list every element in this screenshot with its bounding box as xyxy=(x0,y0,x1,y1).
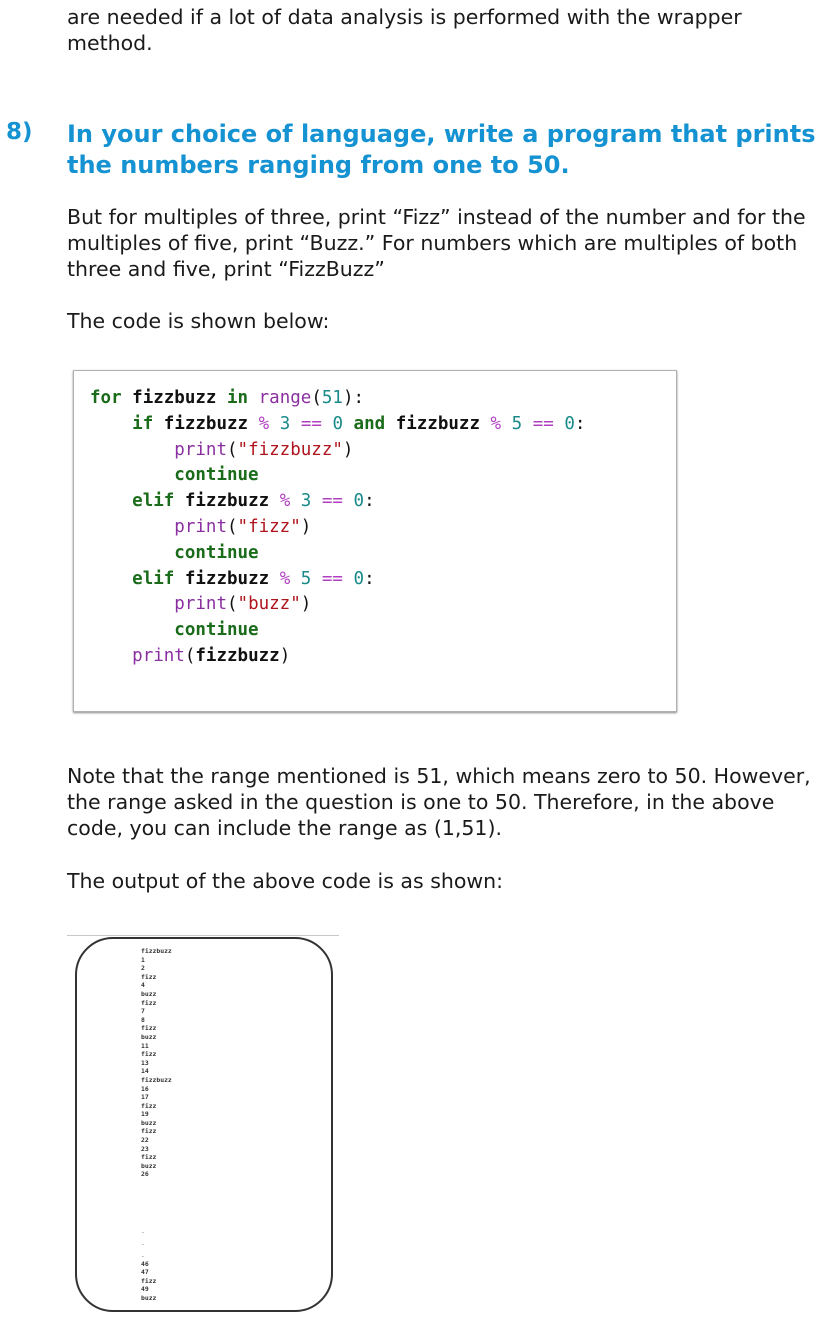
output-intro-text: The output of the above code is as shown… xyxy=(67,869,504,893)
output-line: 13 xyxy=(141,1058,149,1067)
output-line: 1 xyxy=(141,955,145,964)
output-line: 17 xyxy=(141,1093,149,1102)
output-line: fizz xyxy=(141,998,157,1007)
output-line: fizz xyxy=(141,1276,157,1285)
code-line: print("buzz") xyxy=(174,594,312,615)
output-line: 49 xyxy=(141,1285,149,1294)
code-line: print(fizzbuzz) xyxy=(132,645,291,666)
output-ellipsis-dot: . xyxy=(141,1251,145,1259)
output-line: buzz xyxy=(141,989,157,998)
output-line: fizz xyxy=(141,1153,157,1162)
output-line: buzz xyxy=(141,1118,157,1127)
code-line: elif fizzbuzz % 3 == 0: xyxy=(132,491,375,512)
output-line: 23 xyxy=(141,1144,149,1153)
code-line: continue xyxy=(174,542,259,563)
note-paragraph: Note that the range mentioned is 51, whi… xyxy=(67,764,811,840)
question-title: In your choice of language, write a prog… xyxy=(67,120,816,179)
output-line: buzz xyxy=(141,1032,157,1041)
code-line: continue xyxy=(174,465,259,486)
output-line: 2 xyxy=(141,964,145,973)
output-line: 26 xyxy=(141,1170,149,1179)
output-line: 16 xyxy=(141,1084,149,1093)
output-line: fizz xyxy=(141,972,157,981)
output-line: fizz xyxy=(141,1050,157,1059)
code-line: for fizzbuzz in range(51): xyxy=(90,388,365,408)
output-line: fizz xyxy=(141,1024,157,1033)
output-line: buzz xyxy=(141,1293,157,1302)
question-number: 8) xyxy=(6,119,33,145)
output-image-top-border xyxy=(67,935,339,936)
code-line: if fizzbuzz % 3 == 0 and fizzbuzz % 5 ==… xyxy=(132,413,586,434)
code-line: continue xyxy=(174,620,259,641)
output-ellipsis-dot: . xyxy=(141,1239,145,1247)
output-line: 46 xyxy=(141,1260,149,1268)
output-line: buzz xyxy=(141,1161,157,1170)
output-line: fizzbuzz xyxy=(141,1075,172,1084)
code-listing: for fizzbuzz in range(51): if fizzbuzz %… xyxy=(90,386,585,670)
code-block: for fizzbuzz in range(51): if fizzbuzz %… xyxy=(73,370,677,712)
output-line: 8 xyxy=(141,1015,145,1024)
code-line: print("fizzbuzz") xyxy=(174,439,354,460)
output-ellipsis: ... xyxy=(141,1225,145,1261)
description-paragraph: But for multiples of three, print “Fizz”… xyxy=(67,205,806,281)
output-line: 7 xyxy=(141,1007,145,1016)
output-line: fizz xyxy=(141,1101,157,1110)
output-line: 19 xyxy=(141,1110,149,1119)
code-line: elif fizzbuzz % 5 == 0: xyxy=(132,568,375,589)
output-line: 22 xyxy=(141,1136,149,1145)
output-line: 14 xyxy=(141,1067,149,1076)
output-line: fizzbuzz xyxy=(141,947,172,955)
output-line: 11 xyxy=(141,1041,149,1050)
output-line: 47 xyxy=(141,1268,149,1277)
intro-paragraph: are needed if a lot of data analysis is … xyxy=(67,5,742,55)
code-intro-text: The code is shown below: xyxy=(67,309,330,333)
output-line: 4 xyxy=(141,981,145,990)
output-ellipsis-dot: . xyxy=(141,1227,145,1235)
code-line: print("fizz") xyxy=(174,516,312,537)
output-line: fizz xyxy=(141,1127,157,1136)
